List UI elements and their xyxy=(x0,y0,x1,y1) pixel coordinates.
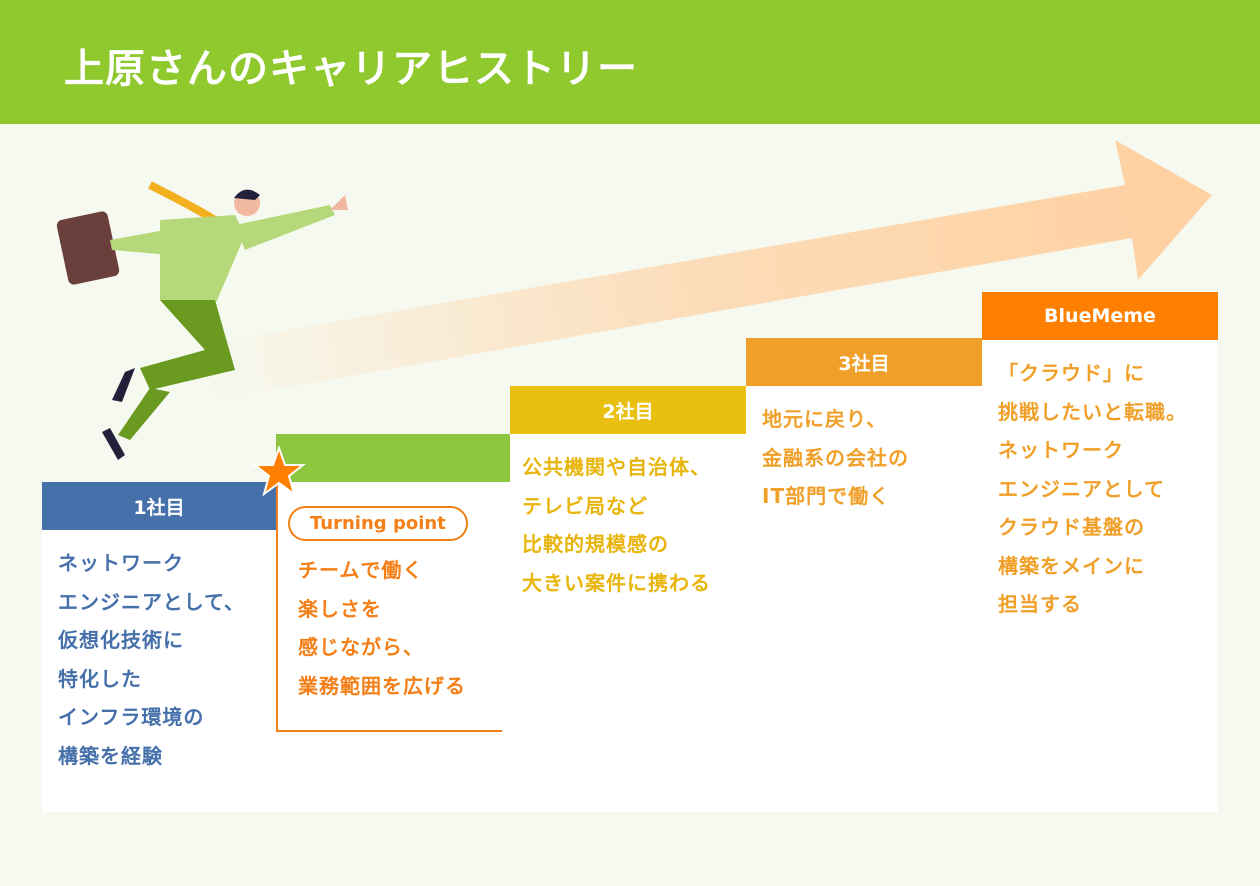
step-description: 「クラウド」に 挑戦したいと転職。 ネットワーク エンジニアとして クラウド基盤… xyxy=(982,340,1218,624)
step-company-3: 3社目 地元に戻り、 金融系の会社の IT部門で働く xyxy=(746,338,982,812)
text-line: 金融系の会社の xyxy=(762,445,909,470)
text-line: 楽しさを xyxy=(298,596,382,621)
page-title: 上原さんのキャリアヒストリー xyxy=(64,46,638,92)
text-line: 特化した xyxy=(58,666,142,691)
text-line: 公共機関や自治体、 xyxy=(522,455,711,479)
text-line: エンジニアとして xyxy=(998,476,1165,501)
text-line: テレビ局など xyxy=(522,493,648,518)
title-bar: 上原さんのキャリアヒストリー xyxy=(0,0,1260,124)
text-line: 大きい案件に携わる xyxy=(522,570,711,595)
step-bluememe: BlueMeme 「クラウド」に 挑戦したいと転職。 ネットワーク エンジニアと… xyxy=(982,292,1218,812)
step-header: 1社目 xyxy=(42,482,276,530)
text-line: 比較的規模感の xyxy=(522,532,669,556)
text-line: 感じながら、 xyxy=(298,635,424,659)
text-line: IT部門で働く xyxy=(762,484,891,508)
step-turning-point: Turning point チームで働く 楽しさを 感じながら、 業務範囲を広げ… xyxy=(276,434,510,812)
step-company-1: 1社目 ネットワーク エンジニアとして、 仮想化技術に 特化した インフラ環境の… xyxy=(42,482,276,812)
step-description: チームで働く 楽しさを 感じながら、 業務範囲を広げる xyxy=(290,551,502,705)
text-line: 「クラウド」に xyxy=(998,361,1145,385)
text-line: インフラ環境の xyxy=(58,705,205,729)
step-description: 公共機関や自治体、 テレビ局など 比較的規模感の 大きい案件に携わる xyxy=(510,434,746,602)
step-description: ネットワーク エンジニアとして、 仮想化技術に 特化した インフラ環境の 構築を… xyxy=(42,530,276,775)
text-line: 構築をメインに xyxy=(998,553,1145,578)
text-line: ネットワーク xyxy=(998,438,1124,462)
text-line: 挑戦したいと転職。 xyxy=(998,399,1187,424)
text-line: 仮想化技術に xyxy=(58,628,184,652)
step-description: 地元に戻り、 金融系の会社の IT部門で働く xyxy=(746,386,982,516)
text-line: 地元に戻り、 xyxy=(762,407,888,431)
step-header: 3社目 xyxy=(746,338,982,386)
text-line: 構築を経験 xyxy=(58,743,163,768)
text-line: チームで働く xyxy=(298,558,424,582)
step-header xyxy=(276,434,510,482)
growth-arrow-icon xyxy=(200,140,1212,400)
text-line: 業務範囲を広げる xyxy=(298,673,466,698)
turning-point-box: Turning point チームで働く 楽しさを 感じながら、 業務範囲を広げ… xyxy=(276,482,502,732)
text-line: 担当する xyxy=(998,592,1082,616)
step-header: BlueMeme xyxy=(982,292,1218,340)
step-header: 2社目 xyxy=(510,386,746,434)
text-line: ネットワーク xyxy=(58,551,184,575)
businessman-illustration xyxy=(56,181,348,460)
text-line: クラウド基盤の xyxy=(998,515,1145,539)
turning-point-badge: Turning point xyxy=(288,506,468,541)
step-company-2: 2社目 公共機関や自治体、 テレビ局など 比較的規模感の 大きい案件に携わる xyxy=(510,386,746,812)
text-line: エンジニアとして、 xyxy=(58,589,245,614)
star-icon xyxy=(252,446,306,497)
